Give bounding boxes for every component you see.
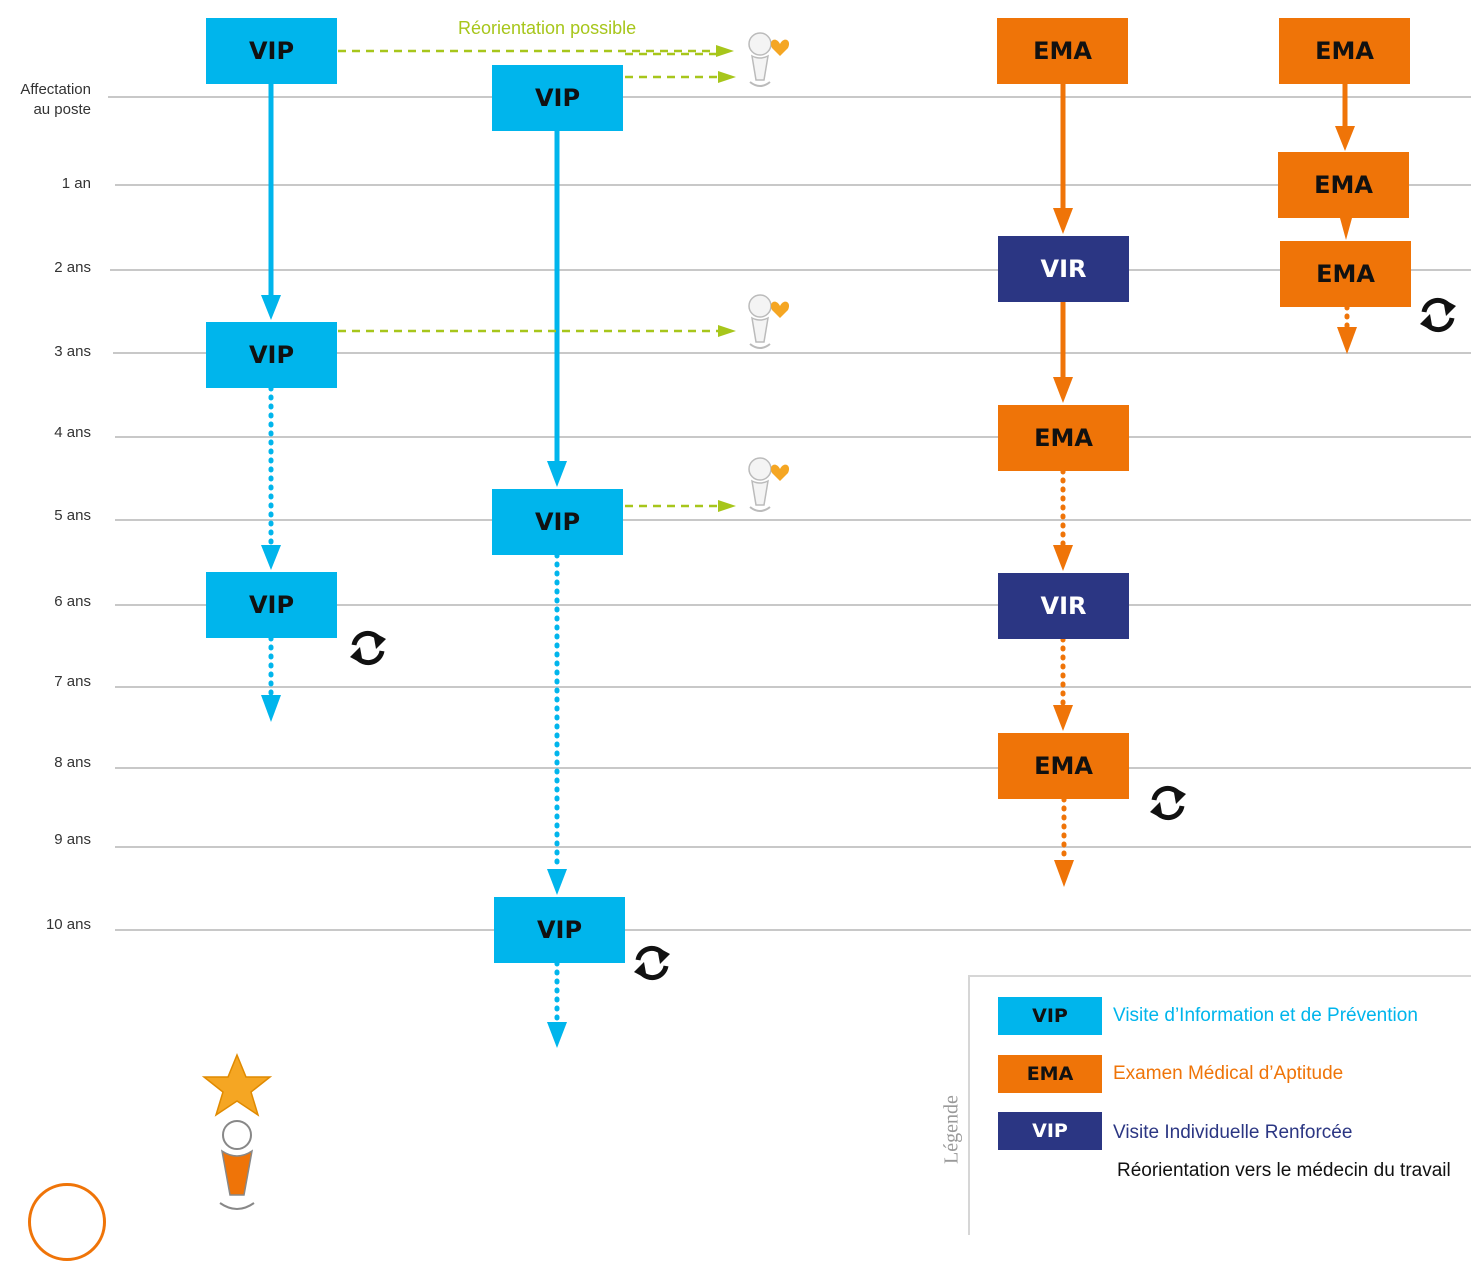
legend-text-vir: Visite Individuelle Renforcée: [1113, 1122, 1353, 1143]
ema-box: EMA: [998, 405, 1129, 471]
legend-text-vip: Visite d’Information et de Prévention: [1113, 1005, 1418, 1026]
reorientation-arrowheads: [716, 45, 736, 512]
timeline-label: 1 an: [61, 175, 91, 192]
ema-box: EMA: [1278, 152, 1409, 218]
arrow-head: [1335, 126, 1355, 151]
timeline-lines: [108, 96, 1471, 931]
arrow-head: [547, 1022, 567, 1048]
legend-swatch-vip: VIP: [998, 997, 1102, 1035]
legend-text-reorientation: Réorientation vers le médecin du travail: [1117, 1160, 1451, 1181]
legend-title: Légende: [940, 1095, 963, 1164]
arrow-head: [261, 545, 281, 570]
doctor-heart-icon: [748, 32, 790, 87]
arrow-head: [1337, 327, 1357, 354]
arrow-head: [1053, 545, 1073, 571]
doctor-heart-icon: [748, 457, 790, 512]
vir-box: VIR: [998, 236, 1129, 302]
column-4-connectors: [1335, 84, 1357, 354]
timeline-label: 8 ans: [54, 754, 91, 771]
ema-box: EMA: [998, 733, 1129, 799]
timeline-label: 4 ans: [54, 424, 91, 441]
timeline-label: 2 ans: [54, 259, 91, 276]
arrow-head: [1053, 377, 1073, 403]
timeline-label: 6 ans: [54, 593, 91, 610]
timeline-label: 5 ans: [54, 507, 91, 524]
refresh-cycle-icon: [350, 630, 386, 666]
arrow-head: [261, 295, 281, 320]
star-person-icon: [201, 1053, 273, 1210]
refresh-cycle-icon: [1420, 297, 1456, 333]
column-3-connectors: [1053, 84, 1074, 887]
timeline-label: 7 ans: [54, 673, 91, 690]
timeline-label: Affectation au poste: [20, 81, 91, 118]
orange-circle-badge: [28, 1183, 106, 1261]
arrow-head: [547, 461, 567, 487]
reorientation-label: Réorientation possible: [458, 18, 637, 38]
vip-box: VIP: [206, 322, 337, 388]
arrow-head: [1053, 705, 1073, 731]
vip-box: VIP: [492, 489, 623, 555]
arrow-head: [1054, 860, 1074, 887]
refresh-cycle-icon: [1150, 785, 1186, 821]
timeline-label: 3 ans: [54, 343, 91, 360]
arrow-head: [1340, 218, 1352, 240]
refresh-cycle-icon: [634, 945, 670, 981]
vip-box: VIP: [206, 18, 337, 84]
timeline-label: 9 ans: [54, 831, 91, 848]
ema-box: EMA: [1280, 241, 1411, 307]
vip-box: VIP: [492, 65, 623, 131]
diagram-canvas: [108, 32, 1471, 1210]
ema-box: EMA: [1279, 18, 1410, 84]
vir-box: VIR: [998, 573, 1129, 639]
arrow-head: [261, 695, 281, 722]
legend-swatch-ema: EMA: [998, 1055, 1102, 1093]
legend-text-ema: Examen Médical d’Aptitude: [1113, 1063, 1344, 1084]
reorientation-arrows: [338, 49, 718, 508]
timeline-label: 10 ans: [45, 916, 91, 933]
column-2-connectors: [547, 131, 567, 1048]
column-1-connectors: [261, 84, 281, 722]
vip-box: VIP: [494, 897, 625, 963]
vip-box: VIP: [206, 572, 337, 638]
arrow-head: [547, 869, 567, 895]
doctor-heart-icon: [748, 294, 790, 349]
legend-swatch-vir: VIP: [998, 1112, 1102, 1150]
ema-box: EMA: [997, 18, 1128, 84]
arrow-head: [1053, 208, 1073, 234]
